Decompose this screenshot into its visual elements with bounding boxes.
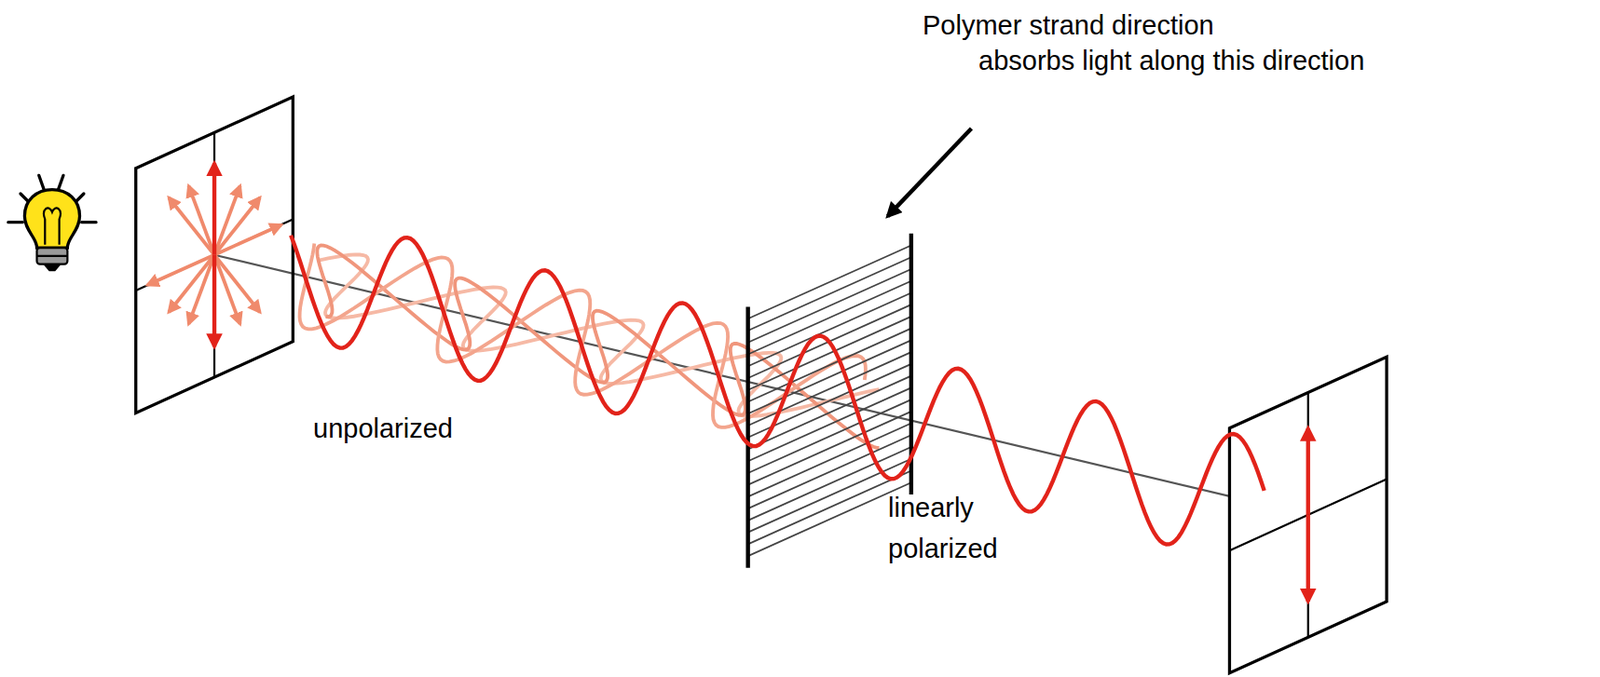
polarizer-sheet xyxy=(748,233,912,569)
polymer-strand xyxy=(748,269,912,343)
propagation-axis xyxy=(214,255,1309,516)
faded-arrow xyxy=(214,186,241,256)
polymer-strand xyxy=(748,447,912,521)
polymer-strand xyxy=(748,352,912,426)
polymer-strand xyxy=(748,471,912,546)
polarized-wave xyxy=(290,235,1265,546)
faded-arrow xyxy=(214,197,260,255)
faded-arrow xyxy=(214,255,241,325)
caption-label: absorbs light along this direction xyxy=(978,44,1365,77)
caption-label: linearly polarized xyxy=(888,487,1028,570)
polymer-strand xyxy=(748,245,912,319)
faded-arrow xyxy=(188,255,215,325)
polymer-strand xyxy=(748,459,912,534)
caption-label: unpolarized xyxy=(313,412,453,445)
vertical-arrow xyxy=(212,163,217,256)
polymer-strand xyxy=(748,435,912,509)
faded-arrow xyxy=(168,255,215,313)
polymer-strand xyxy=(748,376,912,451)
vertical-arrow xyxy=(1306,428,1311,516)
polymer-strand xyxy=(748,482,912,557)
faded-arrow xyxy=(188,186,215,256)
source-frame xyxy=(136,96,294,413)
output-frame xyxy=(1229,356,1387,673)
vertical-arrow xyxy=(1306,515,1311,602)
polymer-strand xyxy=(748,316,912,391)
caption-label: Polymer strand direction xyxy=(922,9,1215,42)
polymer-strand xyxy=(748,340,912,414)
polymer-strand xyxy=(748,257,912,331)
polymer-strand xyxy=(748,423,912,498)
faded-arrow xyxy=(214,255,260,313)
light-bulb xyxy=(8,175,96,272)
polymer-strand xyxy=(748,292,912,367)
faded-arrow xyxy=(168,197,215,255)
callout-arrow xyxy=(888,128,972,217)
polymer-strand xyxy=(748,399,912,474)
vertical-arrow xyxy=(212,255,217,348)
